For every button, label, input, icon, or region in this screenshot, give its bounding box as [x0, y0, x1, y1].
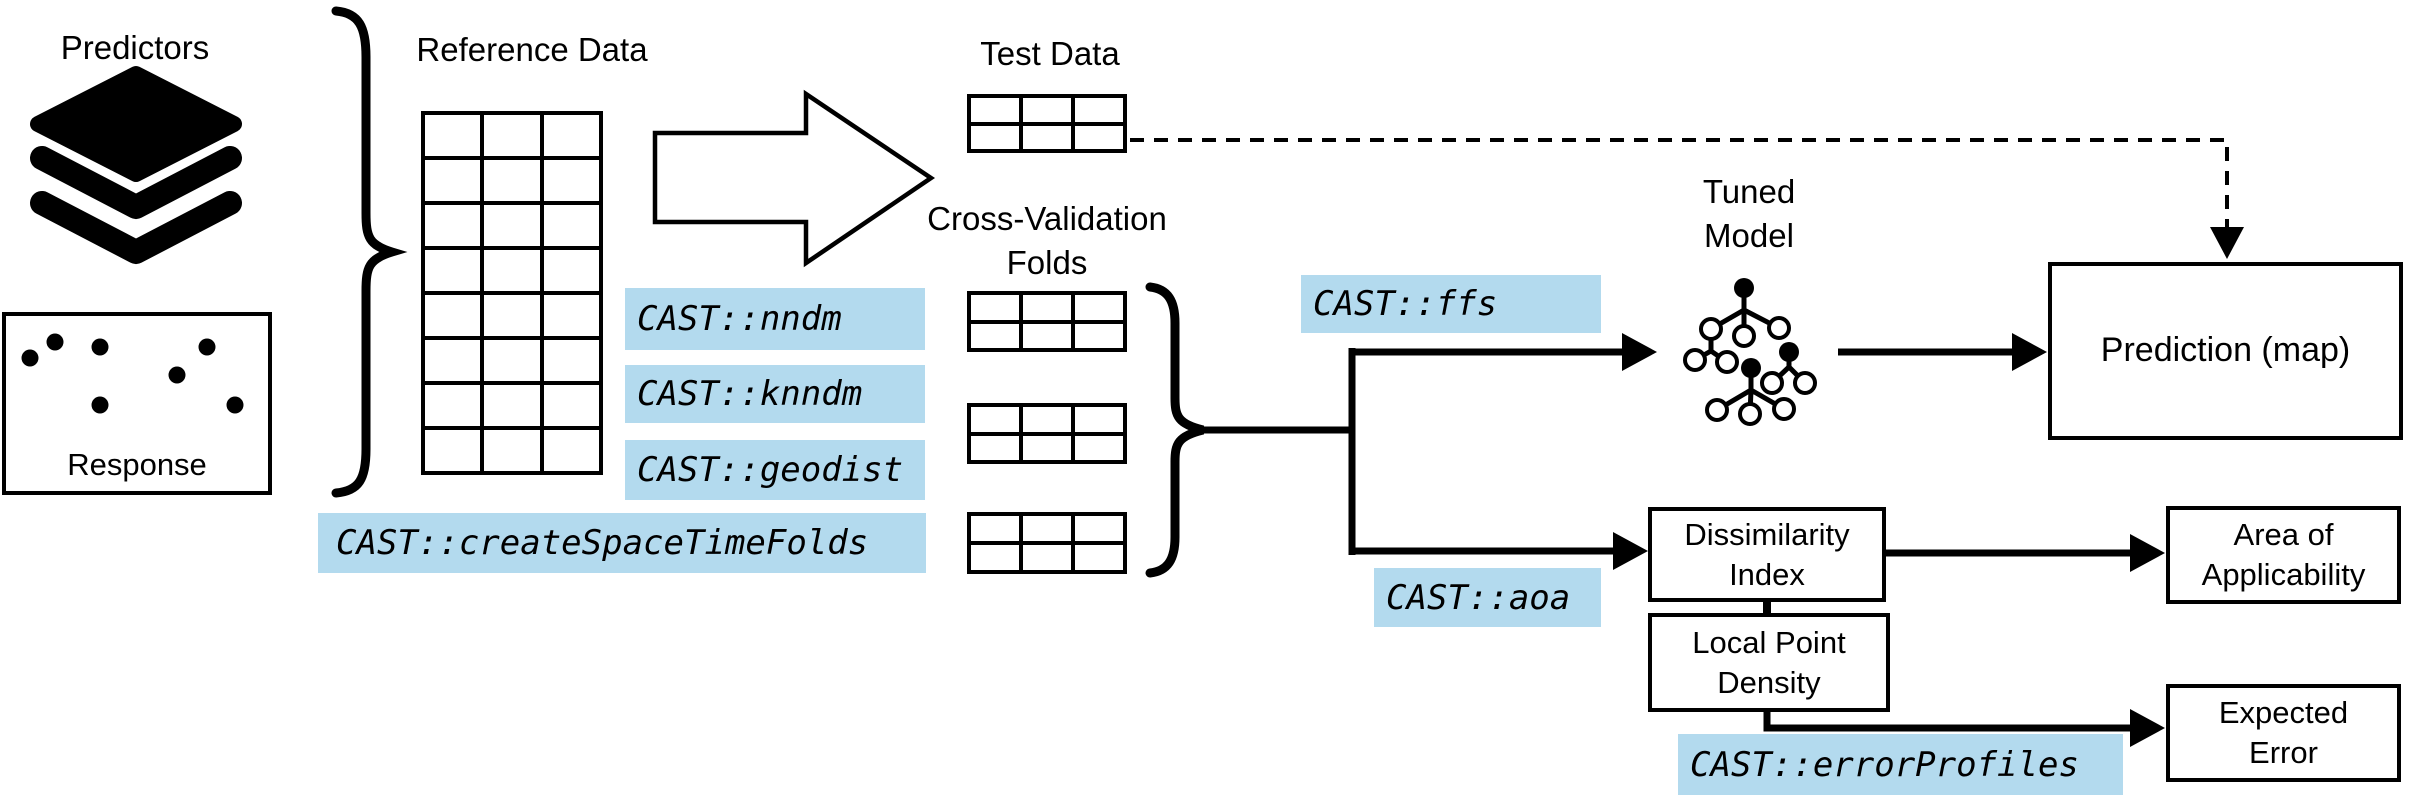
tuned-model-label: Tuned Model — [1702, 173, 1796, 254]
reference-data-label: Reference Data — [416, 31, 648, 68]
layers-icon — [30, 66, 242, 264]
grid-cell — [1075, 98, 1123, 122]
response-label: Response — [67, 447, 207, 483]
chip-cast-create-space-time-folds: CAST::createSpaceTimeFolds — [318, 513, 926, 573]
prediction-map-box: Prediction (map) — [2048, 262, 2403, 440]
chip-cast-knndm-text: CAST::knndm — [637, 374, 863, 414]
chip-cast-knndm: CAST::knndm — [625, 365, 925, 423]
chip-cast-geodist: CAST::geodist — [625, 440, 925, 500]
grid-cell — [543, 295, 599, 336]
grid-cell — [543, 205, 599, 246]
grid-cell — [1023, 295, 1071, 320]
arrowhead-to-dissimilarity-icon — [1613, 532, 1648, 570]
reference-data-grid — [421, 111, 603, 475]
grid-cell — [971, 545, 1019, 570]
grid-cell — [1023, 98, 1071, 122]
area-of-applicability-box: Area of Applicability — [2166, 506, 2401, 604]
grid-cell — [425, 250, 481, 291]
grid-cell — [425, 205, 481, 246]
cv-fold-grid-1 — [967, 291, 1127, 352]
grid-cell — [425, 115, 481, 156]
grid-cell — [971, 295, 1019, 320]
grid-cell — [543, 430, 599, 471]
grid-cell — [484, 160, 540, 201]
chip-cast-error-profiles: CAST::errorProfiles — [1678, 734, 2123, 795]
grid-cell — [971, 98, 1019, 122]
resampling-label: Resampling — [663, 165, 839, 202]
grid-cell — [543, 160, 599, 201]
grid-cell — [543, 340, 599, 381]
dissimilarity-index-text: Dissimilarity Index — [1684, 516, 1850, 592]
chip-cast-aoa-text: CAST::aoa — [1386, 577, 1571, 618]
grid-cell — [1075, 435, 1123, 460]
grid-cell — [484, 385, 540, 426]
grid-cell — [1075, 125, 1123, 149]
dissimilarity-index-box: Dissimilarity Index — [1648, 507, 1886, 602]
chip-cast-nndm: CAST::nndm — [625, 288, 925, 350]
chip-cast-ffs: CAST::ffs — [1301, 275, 1601, 333]
grid-cell — [1075, 323, 1123, 348]
grid-cell — [543, 115, 599, 156]
grid-cell — [971, 323, 1019, 348]
prediction-map-text: Prediction (map) — [2100, 331, 2351, 370]
grid-cell — [543, 385, 599, 426]
chip-cast-aoa: CAST::aoa — [1374, 568, 1601, 627]
grid-cell — [1023, 545, 1071, 570]
chip-cast-ffs-text: CAST::ffs — [1313, 284, 1498, 324]
area-of-applicability-text: Area of Applicability — [2201, 517, 2366, 592]
grid-cell — [1075, 295, 1123, 320]
cv-fold-grid-3 — [967, 512, 1127, 574]
arrowhead-to-expected-error-icon — [2130, 709, 2165, 747]
expected-error-box: Expected Error — [2166, 684, 2401, 782]
grid-cell — [484, 205, 540, 246]
grid-cell — [971, 516, 1019, 541]
grid-cell — [1023, 323, 1071, 348]
grid-cell — [1023, 407, 1071, 432]
chip-cast-geodist-text: CAST::geodist — [637, 450, 904, 490]
grid-cell — [425, 430, 481, 471]
grid-cell — [425, 385, 481, 426]
grid-cell — [1075, 407, 1123, 432]
chip-cast-create-space-time-folds-text: CAST::createSpaceTimeFolds — [336, 523, 869, 563]
local-point-density-text: Local Point Density — [1692, 624, 1846, 700]
dashed-arrowhead-icon — [2210, 227, 2244, 259]
test-data-label: Test Data — [980, 35, 1120, 72]
grid-cell — [484, 115, 540, 156]
grid-cell — [484, 250, 540, 291]
response-box: Response — [2, 312, 272, 495]
grid-cell — [425, 160, 481, 201]
grid-cell — [971, 125, 1019, 149]
cv-fold-grid-2 — [967, 403, 1127, 464]
arrowhead-to-prediction-icon — [2012, 333, 2047, 371]
grid-cell — [1023, 516, 1071, 541]
chip-cast-nndm-text: CAST::nndm — [637, 299, 842, 339]
branch-connector — [1203, 348, 1622, 555]
grid-cell — [1075, 516, 1123, 541]
grid-cell — [484, 430, 540, 471]
test-data-grid — [967, 94, 1127, 153]
tree-model-icon — [1683, 278, 1817, 426]
dashed-test-to-prediction — [1130, 138, 2229, 228]
grid-cell — [425, 340, 481, 381]
arrowhead-to-area-icon — [2130, 534, 2165, 572]
grid-cell — [971, 435, 1019, 460]
right-brace — [1145, 282, 1205, 578]
grid-cell — [425, 295, 481, 336]
chip-cast-error-profiles-text: CAST::errorProfiles — [1690, 744, 2079, 785]
grid-cell — [1075, 545, 1123, 570]
grid-cell — [543, 250, 599, 291]
local-point-density-box: Local Point Density — [1648, 613, 1890, 712]
expected-error-text: Expected Error — [2218, 695, 2349, 770]
arrow-to-expected-error — [1763, 710, 2130, 732]
grid-cell — [1023, 125, 1071, 149]
grid-cell — [484, 340, 540, 381]
grid-cell — [1023, 435, 1071, 460]
grid-cell — [484, 295, 540, 336]
predictors-label: Predictors — [60, 29, 210, 66]
arrowhead-to-tuned-model-icon — [1622, 333, 1657, 371]
left-brace — [331, 6, 408, 498]
cross-validation-folds-label: Cross-Validation Folds — [927, 200, 1167, 281]
grid-cell — [971, 407, 1019, 432]
